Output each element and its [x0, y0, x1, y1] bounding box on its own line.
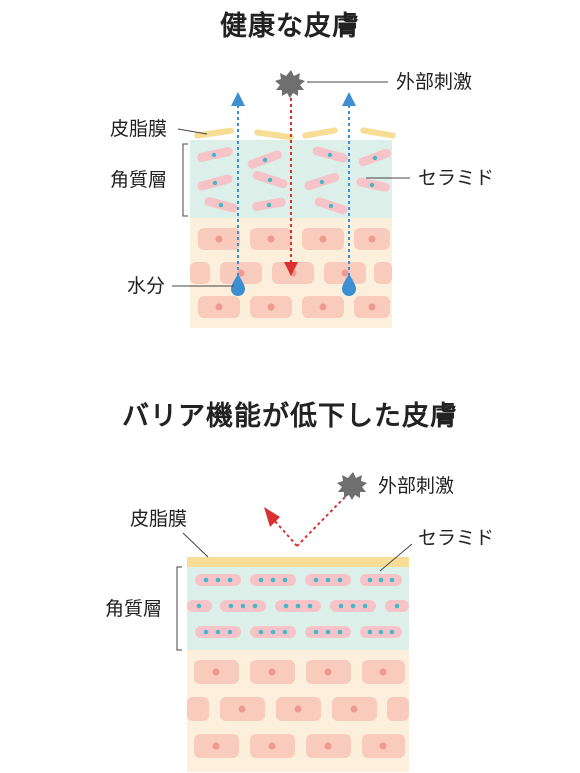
healthy-stratum-corneum-label: 角質層 — [110, 169, 168, 191]
damaged-stimulus-arrow — [264, 496, 346, 547]
healthy-cells — [190, 228, 392, 318]
damaged-sebum-film — [187, 557, 409, 567]
damaged-ceramide-dots — [196, 577, 400, 635]
damaged-ceramide-label: セラミド — [418, 527, 495, 549]
healthy-stimulus-icon — [275, 70, 305, 98]
moisture-label: 水分 — [127, 275, 166, 297]
healthy-stimulus-arrow — [284, 98, 298, 276]
damaged-leader-lines — [176, 532, 413, 651]
damaged-stratum-corneum-label: 角質層 — [105, 598, 163, 620]
damaged-stimulus-icon — [337, 472, 367, 500]
damaged-sebum-film-label: 皮脂膜 — [130, 508, 188, 530]
damaged-cells — [187, 660, 409, 758]
healthy-external-stimulus-label: 外部刺激 — [396, 71, 473, 93]
healthy-leader-lines — [172, 81, 410, 287]
healthy-sebum-film — [194, 127, 396, 141]
moisture-arrows — [231, 92, 356, 296]
damaged-skin-diagram — [176, 472, 413, 772]
damaged-external-stimulus-label: 外部刺激 — [378, 475, 455, 497]
healthy-ceramide-dots — [211, 152, 378, 209]
healthy-sebum-film-label: 皮脂膜 — [110, 118, 168, 140]
healthy-skin-title: 健康な皮膚 — [220, 11, 360, 42]
healthy-ceramide-label: セラミド — [418, 167, 495, 189]
healthy-skin-diagram — [172, 70, 410, 328]
damaged-skin-title: バリア機能が低下した皮膚 — [122, 401, 458, 432]
